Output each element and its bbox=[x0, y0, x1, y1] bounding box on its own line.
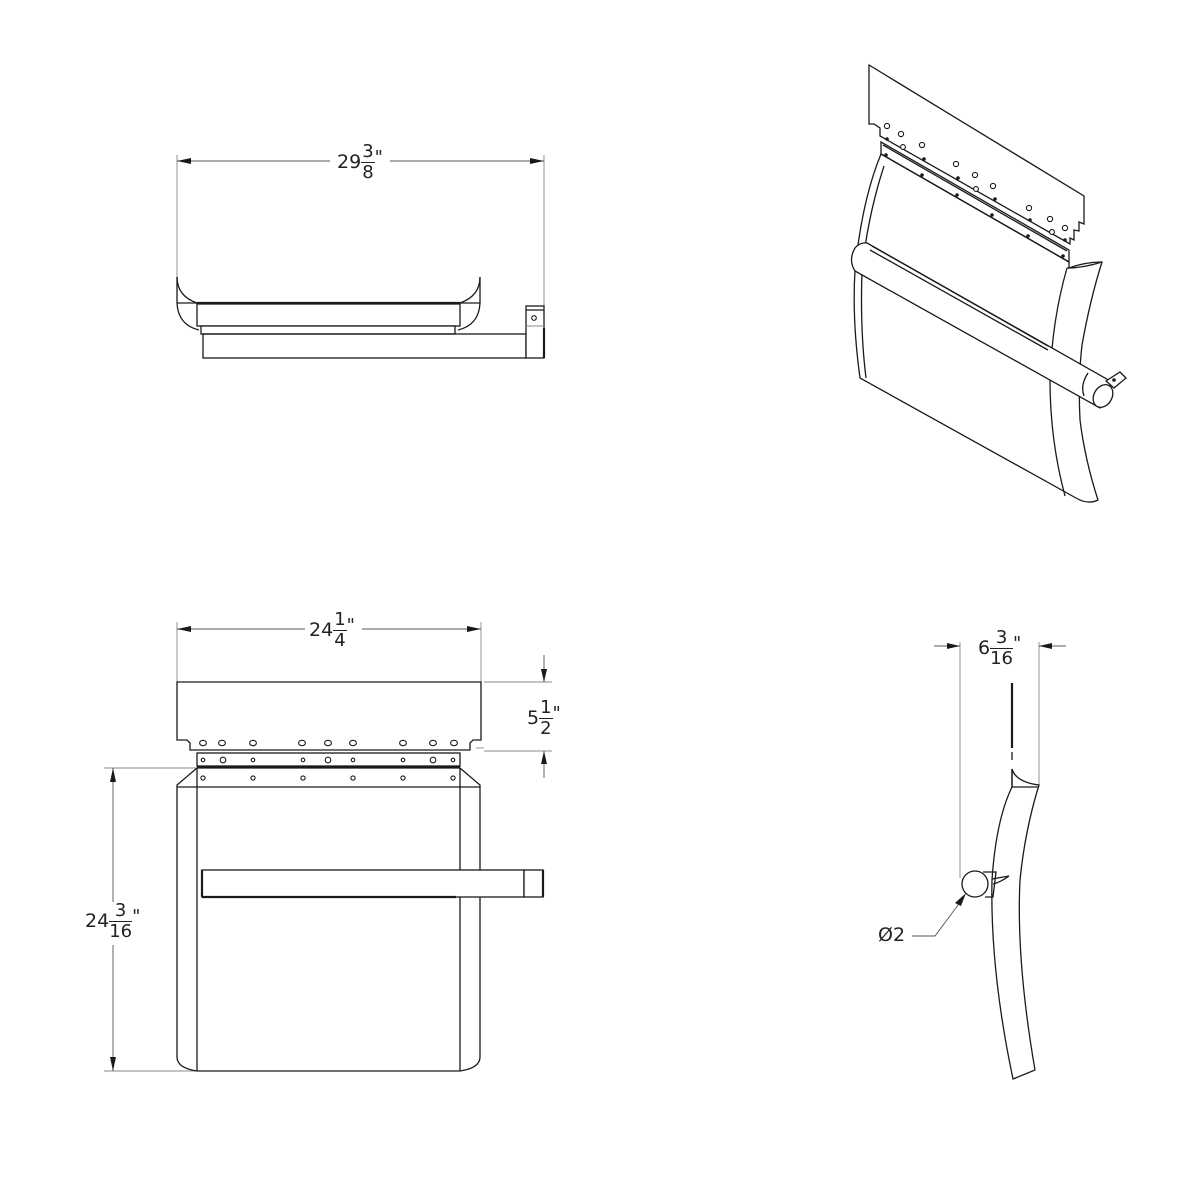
unit-inch: " bbox=[346, 615, 355, 636]
iso-mount-plate bbox=[868, 63, 1085, 246]
flap-body bbox=[196, 303, 461, 327]
fraction-denominator: 16 bbox=[990, 648, 1013, 669]
front-holes bbox=[199, 739, 458, 781]
front-view bbox=[104, 622, 552, 1072]
front-flap bbox=[176, 767, 481, 1072]
fraction-denominator: 2 bbox=[540, 718, 552, 739]
fraction-denominator: 8 bbox=[362, 162, 374, 183]
dimension-whole: 24 bbox=[85, 910, 110, 932]
top-view bbox=[176, 155, 546, 359]
dimension-whole: 5 bbox=[527, 707, 540, 729]
arrow-up-icon bbox=[541, 751, 547, 764]
side-rod bbox=[961, 870, 989, 898]
arrow-down-icon bbox=[110, 1057, 116, 1071]
unit-inch: " bbox=[132, 906, 141, 927]
unit-inch: " bbox=[552, 703, 561, 724]
leader-arrow-icon bbox=[955, 893, 966, 906]
flap-curve-left bbox=[176, 276, 198, 304]
dimension-whole: 24 bbox=[309, 619, 334, 641]
dimension-rod-diameter: Ø2 bbox=[878, 924, 906, 946]
fraction-numerator: 3 bbox=[990, 629, 1013, 649]
flap-curve-right-lower bbox=[457, 302, 481, 331]
side-flap-profile bbox=[991, 768, 1040, 1080]
arrow-right-icon bbox=[467, 626, 481, 632]
bolt-hole bbox=[531, 315, 537, 321]
rod bbox=[202, 333, 527, 359]
fraction-numerator: 3 bbox=[109, 902, 133, 922]
arrow-left-icon bbox=[1039, 643, 1052, 649]
arrow-right-icon bbox=[947, 643, 960, 649]
unit-inch: " bbox=[1013, 633, 1022, 654]
iso-rod bbox=[850, 242, 1113, 409]
arrow-right-icon bbox=[530, 158, 544, 164]
front-rod-end-cap bbox=[523, 869, 544, 898]
front-rod bbox=[201, 869, 525, 898]
front-mount-plate bbox=[176, 681, 482, 751]
dimension-whole: 29 bbox=[337, 151, 362, 173]
isometric-view bbox=[850, 63, 1127, 503]
flap-curve-right bbox=[459, 276, 481, 304]
unit-inch: " bbox=[374, 147, 383, 168]
iso-rod-tab bbox=[1104, 371, 1127, 389]
fraction-numerator: 3 bbox=[361, 141, 375, 163]
rod-bracket bbox=[200, 325, 456, 335]
iso-rod-end bbox=[1092, 384, 1114, 408]
iso-holes bbox=[883, 122, 1069, 258]
rod-end-cap bbox=[525, 305, 545, 359]
fraction-denominator: 4 bbox=[334, 630, 346, 651]
fraction-denominator: 16 bbox=[109, 921, 133, 942]
fraction-numerator: 1 bbox=[333, 609, 347, 631]
side-view bbox=[912, 642, 1066, 1080]
arrow-left-icon bbox=[177, 158, 191, 164]
arrow-left-icon bbox=[177, 626, 191, 632]
leader-line bbox=[912, 896, 965, 937]
arrow-up-icon bbox=[110, 768, 116, 782]
dimension-whole: 6 bbox=[978, 637, 991, 659]
arrow-down-icon bbox=[541, 669, 547, 682]
flap-curve-left-lower bbox=[176, 302, 200, 331]
fraction-numerator: 1 bbox=[539, 697, 553, 719]
